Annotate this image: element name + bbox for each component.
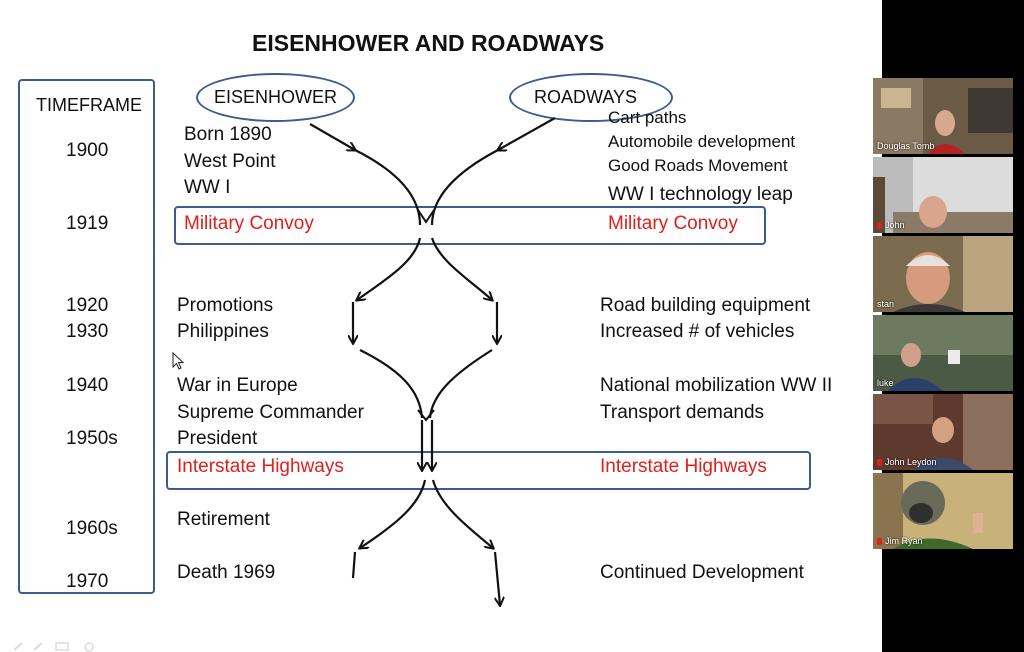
video-tile-douglas-tomb[interactable]: Douglas Tomb <box>873 78 1013 154</box>
eisenhower-oval <box>196 73 355 122</box>
roadway-item: WW I technology leap <box>608 184 793 205</box>
participant-name: luke <box>877 378 894 388</box>
roadway-item: Automobile development <box>608 132 796 151</box>
participant-name: John Leydon <box>877 458 937 467</box>
participant-name: John <box>877 221 905 230</box>
year-1900: 1900 <box>66 140 109 161</box>
eisenhower-item: Born 1890 <box>184 124 272 145</box>
roadway-item-highlight: Interstate Highways <box>600 456 767 477</box>
roadway-item: Good Roads Movement <box>608 156 788 175</box>
eisenhower-item: Death 1969 <box>177 562 276 583</box>
participant-video-icon <box>873 78 1013 154</box>
video-tile-john[interactable]: John <box>873 157 1013 233</box>
eisenhower-item-highlight: Military Convoy <box>184 213 314 234</box>
participant-video-icon <box>873 315 1013 391</box>
eisenhower-header: EISENHOWER <box>214 87 338 107</box>
participant-name-text: John Leydon <box>885 457 937 467</box>
roadway-item: Transport demands <box>600 402 765 423</box>
eisenhower-item: War in Europe <box>177 375 298 396</box>
eisenhower-item: West Point <box>184 151 276 172</box>
video-tile-john-leydon[interactable]: John Leydon <box>873 394 1013 470</box>
year-1920: 1920 <box>66 295 109 316</box>
year-1950s: 1950s <box>66 428 118 449</box>
slide-controls-icon[interactable] <box>4 640 104 652</box>
interstate-highways-box <box>166 451 811 490</box>
eisenhower-item: Promotions <box>177 295 274 316</box>
roadways-oval <box>509 73 673 122</box>
participant-name: stan <box>877 299 895 309</box>
video-tile-jim-ryan[interactable]: Jim Ryan <box>873 473 1013 549</box>
video-tile-stan[interactable]: stan <box>873 236 1013 312</box>
year-1960s: 1960s <box>66 518 118 539</box>
slide-title: EISENHOWER AND ROADWAYS <box>252 30 605 56</box>
presentation-slide: EISENHOWER AND ROADWAYS TIMEFRAME 1900 1… <box>0 0 882 652</box>
muted-mic-icon <box>877 538 882 545</box>
timeframe-box <box>18 79 155 594</box>
roadway-item: Road building equipment <box>600 295 811 316</box>
roadway-item: Continued Development <box>600 562 804 583</box>
muted-mic-icon <box>877 222 882 229</box>
roadway-item: National mobilization WW II <box>600 375 833 396</box>
participant-name: Douglas Tomb <box>877 141 935 151</box>
participant-video-icon <box>873 394 1013 470</box>
military-convoy-box <box>174 206 766 245</box>
roadways-header: ROADWAYS <box>534 87 638 107</box>
roadway-item-highlight: Military Convoy <box>608 213 738 234</box>
muted-mic-icon <box>877 459 882 466</box>
eisenhower-item: Philippines <box>177 321 269 342</box>
year-1930: 1930 <box>66 321 109 342</box>
participant-video-icon <box>873 236 1013 312</box>
eisenhower-item-highlight: Interstate Highways <box>177 456 344 477</box>
roadway-item: Increased # of vehicles <box>600 321 795 342</box>
timeframe-label: TIMEFRAME <box>36 95 142 115</box>
eisenhower-item: Supreme Commander <box>177 402 364 423</box>
year-1970: 1970 <box>66 571 109 592</box>
participant-name-text: John <box>885 220 905 230</box>
roadway-item: Cart paths <box>608 108 687 127</box>
participant-name: Jim Ryan <box>877 537 923 546</box>
year-1940: 1940 <box>66 375 109 396</box>
eisenhower-item: President <box>177 428 258 449</box>
participant-video-icon <box>873 473 1013 549</box>
eisenhower-item: WW I <box>184 177 231 198</box>
video-tile-luke[interactable]: luke <box>873 315 1013 391</box>
mouse-cursor-icon <box>172 352 185 370</box>
participant-name-text: Jim Ryan <box>885 536 923 546</box>
eisenhower-item: Retirement <box>177 509 270 530</box>
participant-video-icon <box>873 157 1013 233</box>
flow-arrows <box>309 117 556 652</box>
year-1919: 1919 <box>66 213 109 234</box>
